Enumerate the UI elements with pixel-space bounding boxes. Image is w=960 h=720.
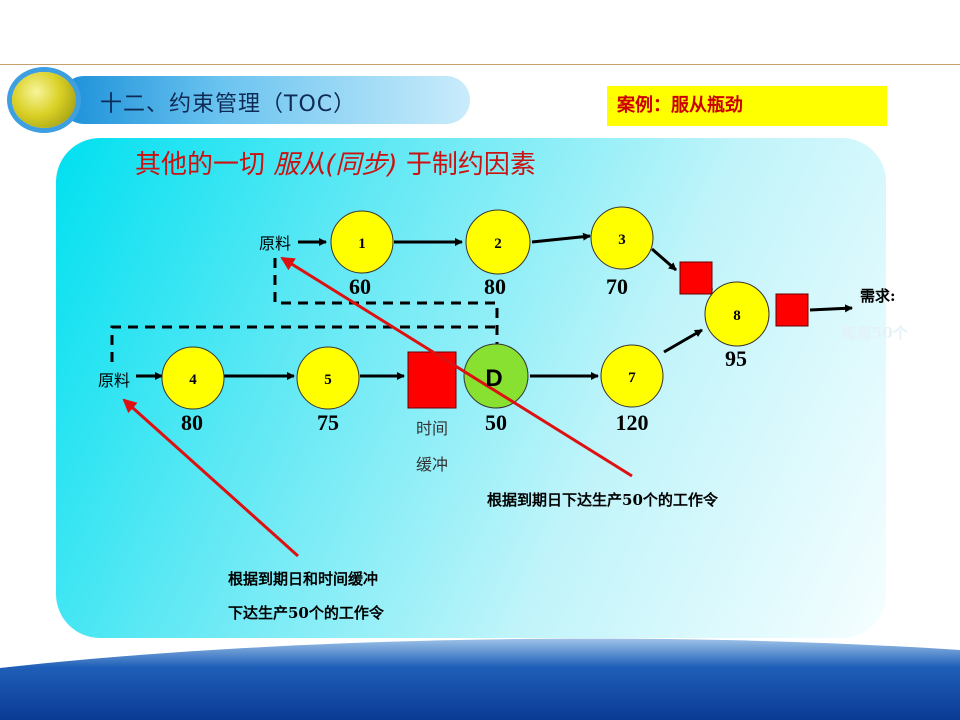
node-7-value: 120 xyxy=(616,410,649,435)
arrow-3-to-buffer xyxy=(651,247,677,272)
node-8 xyxy=(704,281,770,347)
slide-title-part1: 其他的一切 xyxy=(135,150,274,180)
top-rule xyxy=(0,64,960,65)
node-D-bottleneck xyxy=(463,343,529,409)
node-7-id: 7 xyxy=(628,370,636,386)
buffer-label-1: 时间 xyxy=(416,419,448,438)
arrow-buffer-to-demand xyxy=(809,304,853,313)
case-label: 案例：服从瓶劲 xyxy=(607,86,887,126)
node-2 xyxy=(465,209,531,275)
annotation-arrow-left xyxy=(122,398,300,558)
node-7 xyxy=(600,344,664,408)
annotation-left-line2: 下达生产50个的工作令 xyxy=(228,604,385,622)
demand-value: 每周50个 xyxy=(842,324,909,342)
buffer-square-output xyxy=(775,293,809,327)
arrow-2-to-3 xyxy=(531,232,591,244)
node-3-id: 3 xyxy=(618,232,626,248)
node-D-id: D xyxy=(485,365,502,392)
node-1-id: 1 xyxy=(358,236,366,252)
raw-material-top: 原料 xyxy=(259,234,291,253)
node-2-value: 80 xyxy=(484,274,506,299)
node-D-value: 50 xyxy=(485,410,507,435)
dashed-link-top xyxy=(273,258,499,345)
node-4 xyxy=(161,346,225,410)
node-4-id: 4 xyxy=(189,372,197,388)
slide-title-part3: 于制约因素 xyxy=(397,150,536,180)
node-5-id: 5 xyxy=(324,372,332,388)
buffer-label-2: 缓冲 xyxy=(416,455,448,474)
header-bar xyxy=(60,76,470,124)
node-3-value: 70 xyxy=(606,274,628,299)
node-1 xyxy=(330,210,394,274)
buffer-square-top xyxy=(679,261,713,295)
node-2-id: 2 xyxy=(494,236,502,252)
node-3 xyxy=(590,206,654,270)
slide-title: 其他的一切 服从(同步) 于制约因素 xyxy=(135,144,536,180)
annotation-left-line1: 根据到期日和时间缓冲 xyxy=(228,570,378,588)
node-4-value: 80 xyxy=(181,410,203,435)
demand-label: 需求: xyxy=(860,287,896,305)
logo-ball-icon xyxy=(12,72,76,128)
node-1-value: 60 xyxy=(349,274,371,299)
header-title: 十二、约束管理（TOC） xyxy=(100,92,357,117)
dashed-link-bottom xyxy=(110,325,497,362)
arrow-7-to-8 xyxy=(663,328,703,354)
slide-title-part2: 服从(同步) xyxy=(273,150,398,180)
raw-material-bottom: 原料 xyxy=(98,371,130,390)
node-8-id: 8 xyxy=(733,308,741,324)
node-5 xyxy=(296,346,360,410)
node-8-value: 95 xyxy=(725,346,747,371)
annotation-arrow-right xyxy=(280,256,633,478)
wave-shape xyxy=(0,638,960,720)
annotation-right: 根据到期日下达生产50个的工作令 xyxy=(487,491,719,509)
node-5-value: 75 xyxy=(317,410,339,435)
